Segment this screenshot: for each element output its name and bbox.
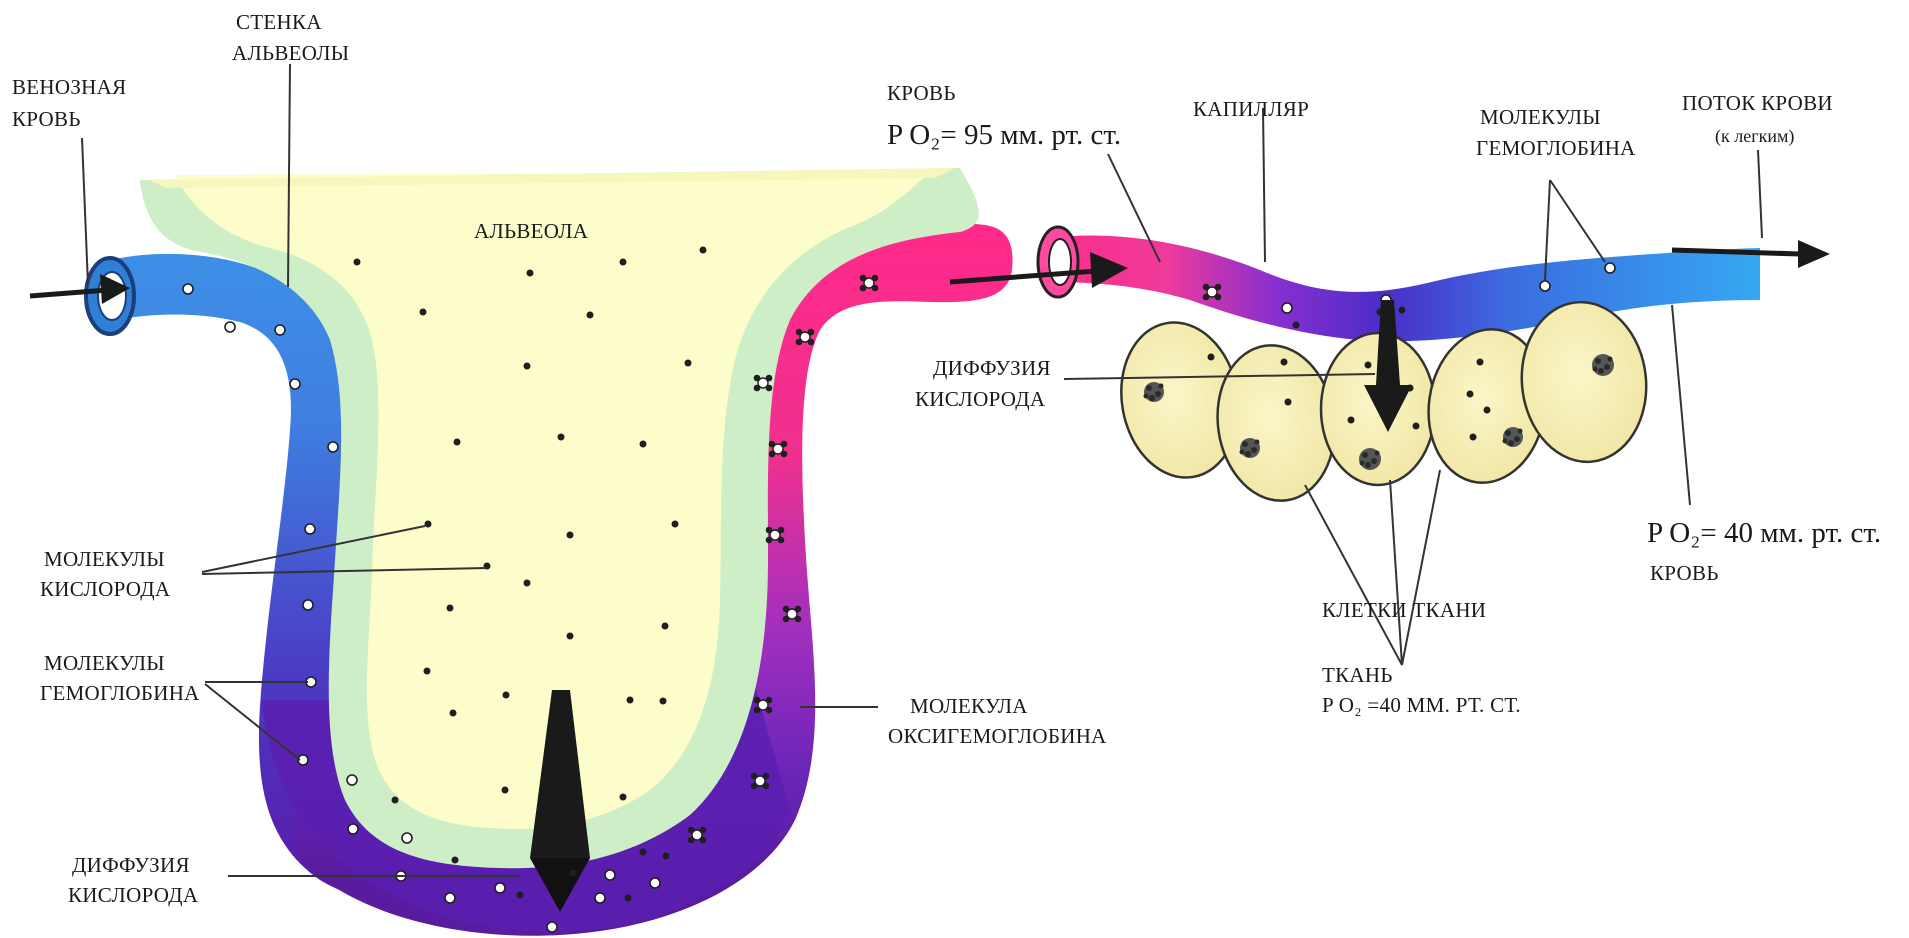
label-hemoglobin-right: ГЕМОГЛОБИНА bbox=[1476, 136, 1636, 160]
label-diffusion-lung: ДИФФУЗИЯ bbox=[72, 853, 190, 877]
label-diffusion-lung: КИСЛОРОДА bbox=[68, 883, 199, 907]
label-alveolar-wall: АЛЬВЕОЛЫ bbox=[232, 41, 349, 65]
label-blood-flow: ПОТОК КРОВИ bbox=[1682, 91, 1833, 115]
label-blood-top: КРОВЬ bbox=[887, 81, 956, 105]
label-oxygen-molecules: КИСЛОРОДА bbox=[40, 577, 171, 601]
label-oxyhemoglobin: ОКСИГЕМОГЛОБИНА bbox=[888, 724, 1107, 748]
label-diffusion-tissue: ДИФФУЗИЯ bbox=[933, 356, 1051, 380]
label-po2-arterial: P O₂= 95 мм. рт. ст. bbox=[887, 119, 1121, 151]
capillary-inlet-inner bbox=[1049, 239, 1071, 285]
label-oxygen-molecules: МОЛЕКУЛЫ bbox=[44, 547, 165, 571]
label-alveolus: АЛЬВЕОЛА bbox=[474, 219, 589, 243]
label-blood-flow-sub: (к легким) bbox=[1715, 126, 1794, 147]
label-po2-tissue: P O₂ =40 ММ. РТ. СТ. bbox=[1322, 693, 1521, 717]
label-capillary: КАПИЛЛЯР bbox=[1193, 97, 1309, 121]
label-alveolar-wall: СТЕНКА bbox=[236, 10, 322, 34]
outflow-arrow-head bbox=[1798, 240, 1830, 268]
label-po2-venous: P O₂= 40 мм. рт. ст. bbox=[1647, 517, 1881, 549]
label-hemoglobin-left: МОЛЕКУЛЫ bbox=[44, 651, 165, 675]
label-tissue: ТКАНЬ bbox=[1322, 663, 1393, 687]
label-diffusion-tissue: КИСЛОРОДА bbox=[915, 387, 1046, 411]
label-tissue-cells: КЛЕТКИ ТКАНИ bbox=[1322, 598, 1486, 622]
label-hemoglobin-right: МОЛЕКУЛЫ bbox=[1480, 105, 1601, 129]
label-hemoglobin-left: ГЕМОГЛОБИНА bbox=[40, 681, 200, 705]
label-venous-blood: ВЕНОЗНАЯ bbox=[12, 75, 126, 99]
label-oxyhemoglobin: МОЛЕКУЛА bbox=[910, 694, 1028, 718]
label-venous-blood: КРОВЬ bbox=[12, 107, 81, 131]
label-blood-bottom: КРОВЬ bbox=[1650, 561, 1719, 585]
